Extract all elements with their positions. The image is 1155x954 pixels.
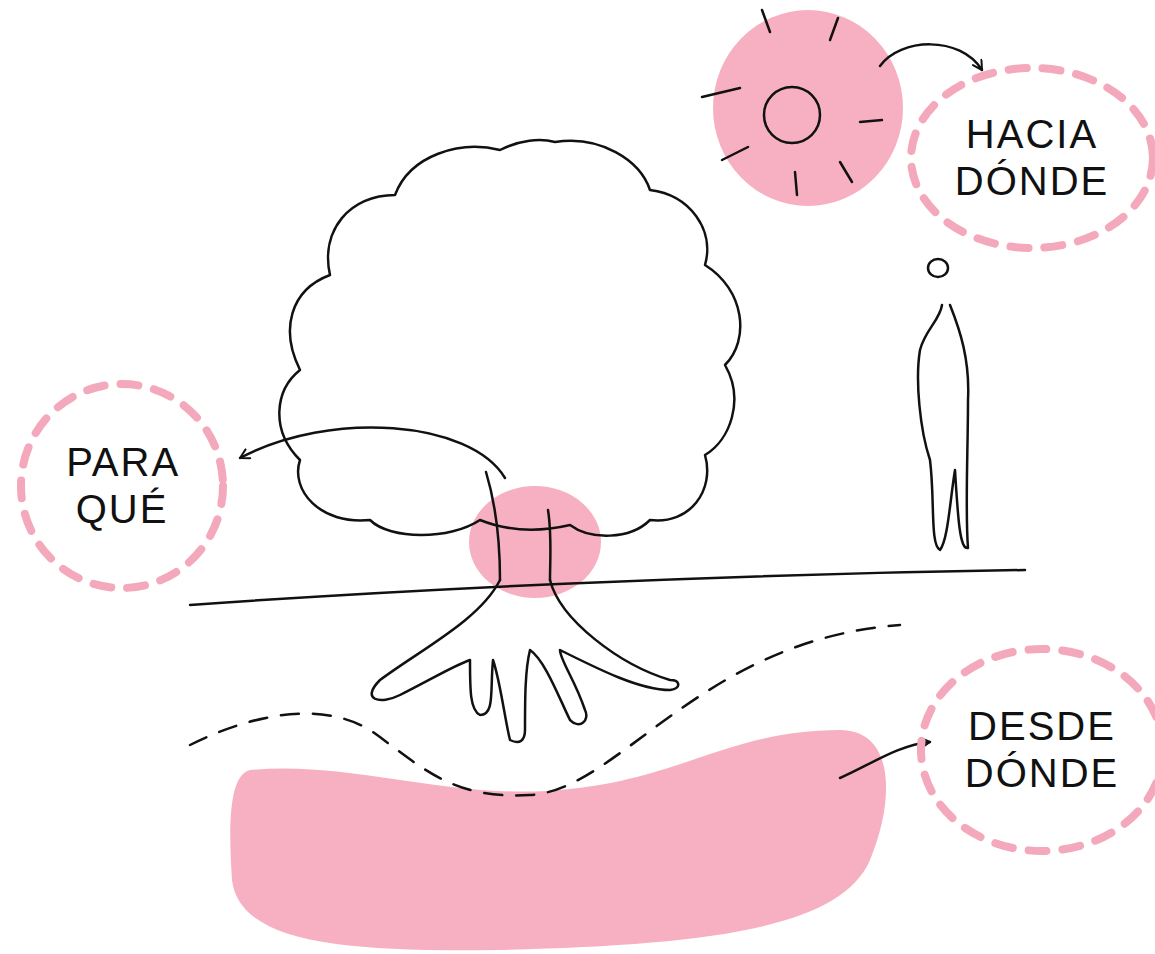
- leader-arrow: [880, 44, 982, 70]
- sun-ray: [722, 147, 748, 160]
- dashed-circle-node: DESDE DÓNDE: [915, 643, 1155, 857]
- person-figure: [918, 305, 968, 550]
- tree-trunk: [548, 510, 551, 580]
- person-head: [928, 259, 948, 277]
- dashed-circle-node: PARA QUÉ: [15, 378, 229, 594]
- tree-canopy: [279, 140, 740, 536]
- tree-trunk: [486, 472, 500, 580]
- dashed-circle: [15, 378, 229, 594]
- underground-line: [190, 625, 900, 795]
- leader-arrow: [240, 427, 505, 478]
- sun-ray: [702, 88, 740, 97]
- dashed-circle-outline: [921, 649, 1155, 851]
- sun-ray: [795, 172, 797, 195]
- dashed-circle-outline: [21, 384, 223, 588]
- sun-ray: [860, 120, 882, 122]
- node-label: DESDE DÓNDE: [965, 703, 1119, 797]
- ground-line: [190, 570, 1025, 605]
- ground-highlight: [230, 730, 886, 950]
- sun-symbol: [764, 87, 820, 143]
- trunk-highlight: [469, 486, 601, 598]
- node-label: PARA QUÉ: [66, 439, 178, 533]
- tree-roots: [372, 580, 679, 742]
- dashed-circle-outline: [911, 68, 1153, 248]
- dashed-circle: [915, 643, 1155, 857]
- sun-ray: [762, 10, 770, 32]
- node-label: HACIA DÓNDE: [955, 111, 1109, 205]
- sun-ray: [830, 18, 838, 40]
- sun-ray: [840, 162, 852, 182]
- sun-highlight: [713, 10, 903, 206]
- dashed-circle: [905, 62, 1155, 254]
- leader-arrow: [840, 742, 930, 778]
- dashed-circle-node: HACIA DÓNDE: [905, 62, 1155, 254]
